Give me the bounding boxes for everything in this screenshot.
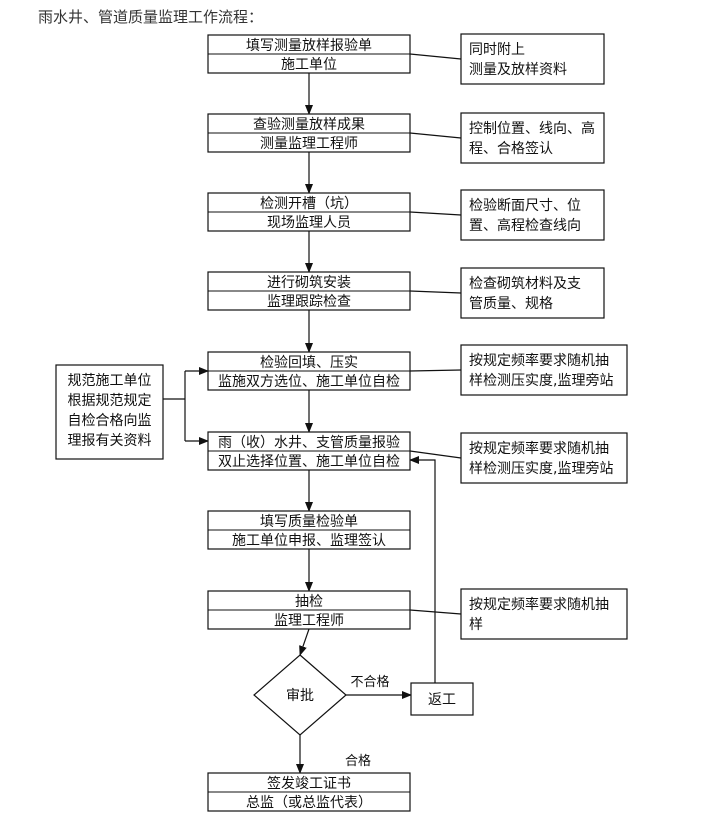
note-text: 按规定频率要求随机抽 [469, 596, 609, 613]
page-title: 雨水井、管道质量监理工作流程： [38, 8, 264, 26]
step-title: 检测开槽（坑） [260, 196, 358, 212]
note-connector-6 [409, 450, 462, 459]
step-role: 双止选择位置、施工单位自检 [218, 454, 400, 470]
note-box-frame [460, 189, 605, 241]
step-role: 施工单位 [281, 57, 337, 73]
flow-arrow-to-decision [299, 628, 310, 656]
note-text: 检查砌筑材料及支 [469, 276, 581, 292]
step-title: 填写测量放样报验单 [246, 38, 372, 54]
rework-frame [410, 682, 474, 716]
step-role: 监理跟踪检查 [267, 294, 351, 310]
decision-shape [253, 654, 347, 736]
note-text: 样 [469, 617, 483, 633]
note-text: 测量及放样资料 [469, 62, 567, 78]
step-role: 监施双方选位、施工单位自检 [218, 374, 400, 390]
note-box-frame [460, 432, 628, 484]
decision-label: 审批 [286, 688, 314, 704]
note-text: 样检测压实度,监理旁站 [469, 460, 613, 477]
note-box-frame [460, 344, 628, 396]
note-box-frame [460, 267, 605, 319]
note-box-frame [460, 112, 605, 164]
step-role: 总监（或总监代表） [246, 795, 372, 811]
left-note-text: 理报有关资料 [68, 433, 152, 449]
step-title: 查验测量放样成果 [253, 117, 365, 133]
note-box-frame [460, 33, 605, 85]
flow-arrow-rework-loop [409, 456, 436, 683]
note-box-2: 控制位置、线向、高程、合格签认 [460, 112, 605, 164]
left-note-text: 根据规范规定 [68, 392, 152, 409]
step-title: 签发竣工证书 [267, 775, 351, 792]
note-text: 检验断面尺寸、位 [469, 198, 581, 214]
note-text: 按规定频率要求随机抽 [469, 352, 609, 369]
note-text: 样检测压实度,监理旁站 [469, 372, 613, 389]
step-box-3: 检测开槽（坑） 现场监理人员 [207, 192, 411, 232]
decision-diamond: 审批 [253, 654, 347, 736]
left-note-frame [55, 364, 164, 460]
step-role: 现场监理人员 [267, 215, 351, 231]
note-connector-5 [409, 369, 462, 372]
step-title: 进行砌筑安装 [267, 275, 351, 291]
left-note-text: 自检合格向监 [68, 413, 152, 429]
note-box-3: 检验断面尺寸、位置、高程检查线向 [460, 189, 605, 241]
step-title: 检验回填、压实 [260, 355, 358, 371]
step-title: 雨（收）水井、支管质量报验 [218, 435, 400, 451]
step-role: 测量监理工程师 [260, 136, 358, 152]
note-text: 按规定频率要求随机抽 [469, 440, 609, 457]
note-text: 置、高程检查线向 [469, 217, 581, 234]
step-role: 施工单位申报、监理签认 [232, 532, 386, 549]
note-text: 管质量、规格 [469, 296, 553, 312]
step-title: 填写质量检验单 [260, 514, 358, 530]
fail-label: 不合格 [350, 674, 389, 690]
rework-label: 返工 [428, 692, 456, 708]
note-connector-4 [409, 290, 462, 294]
note-text: 控制位置、线向、高 [469, 120, 595, 137]
note-connector-3 [409, 211, 462, 216]
note-connector-2 [409, 132, 462, 139]
step-title: 抽检 [295, 594, 323, 610]
note-connector-1 [409, 53, 462, 60]
note-text: 同时附上 [469, 42, 525, 58]
step-role: 监理工程师 [274, 613, 344, 629]
pass-label: 合格 [345, 753, 371, 769]
rework-box: 返工 [410, 682, 474, 716]
left-note-text: 规范施工单位 [68, 372, 152, 389]
note-box-frame [460, 588, 628, 640]
note-text: 程、合格签认 [469, 140, 553, 157]
